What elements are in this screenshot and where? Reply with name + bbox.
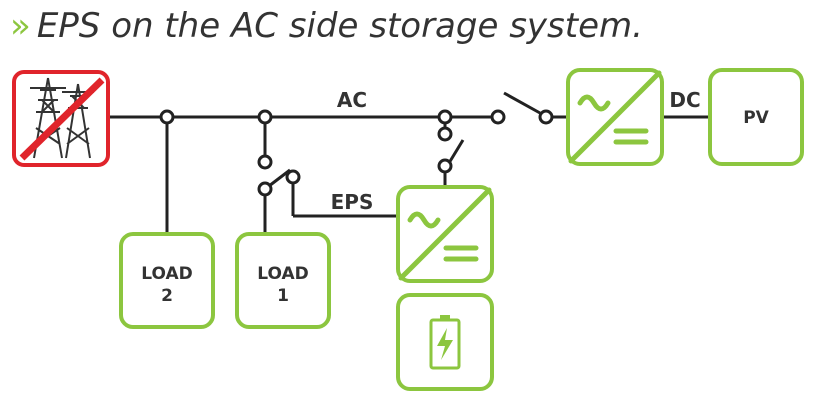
storage-inverter xyxy=(396,185,494,283)
load2-label-line2: 2 xyxy=(161,286,173,306)
load2-box-border xyxy=(119,232,215,329)
title-text: EPS on the AC side storage system. xyxy=(36,6,643,46)
pv-box-border xyxy=(708,68,804,166)
ac-dc-converter-icon xyxy=(398,187,492,281)
load1-junction xyxy=(257,109,273,125)
title-chevron: » xyxy=(10,6,31,46)
load1-box: LOAD 1 xyxy=(235,232,331,329)
dc-label: DC xyxy=(669,88,700,112)
pv-inverter-switch-blade xyxy=(503,91,541,115)
pv-inverter xyxy=(566,68,664,166)
ac-dc-converter-icon xyxy=(568,70,662,164)
load2-label-line1: LOAD xyxy=(141,264,193,284)
ac-label: AC xyxy=(337,88,367,112)
load1-switch-contact-bottom xyxy=(257,181,273,197)
diagram-title: »EPS on the AC side storage system. xyxy=(10,6,643,46)
load2-box: LOAD 2 xyxy=(119,232,215,329)
load1-label-line1: LOAD xyxy=(257,264,309,284)
load1-box-border xyxy=(235,232,331,329)
battery-charging-icon xyxy=(429,315,461,370)
eps-label: EPS xyxy=(331,190,374,214)
battery-box xyxy=(396,293,494,391)
storage-switch-contact-top xyxy=(437,126,453,142)
storage-switch-contact-bottom xyxy=(437,158,453,174)
pv-switch-contact-left xyxy=(490,109,506,125)
pv-label: PV xyxy=(743,108,769,128)
grid-cross-out xyxy=(19,77,105,161)
grid-box xyxy=(12,70,110,167)
pv-box: PV xyxy=(708,68,804,166)
storage-switch-blade xyxy=(447,139,465,164)
load1-label-line2: 1 xyxy=(277,286,289,306)
eps-switch-contact xyxy=(285,169,301,185)
junctions xyxy=(159,109,554,197)
load2-junction xyxy=(159,109,175,125)
wiring xyxy=(110,91,710,234)
storage-junction xyxy=(437,109,453,125)
load1-switch-contact-top xyxy=(257,154,273,170)
pv-switch-contact-right xyxy=(538,109,554,125)
load1-switch-blade xyxy=(268,168,291,188)
